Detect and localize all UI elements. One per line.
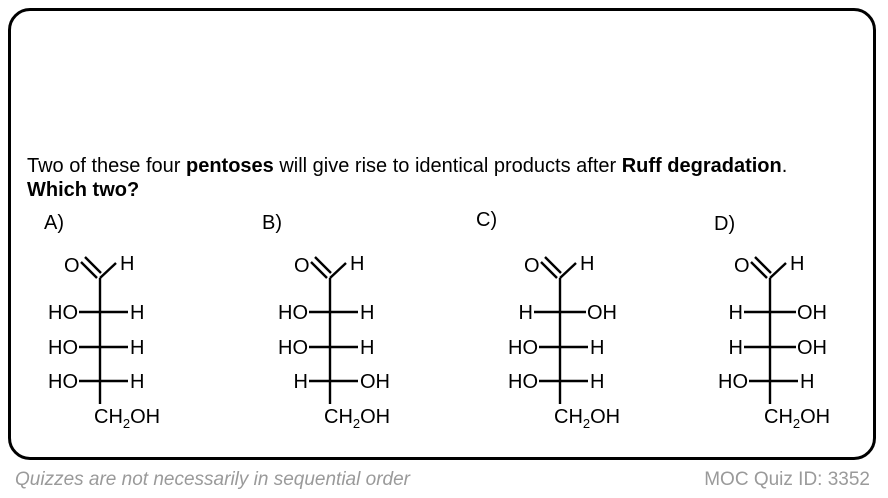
row-3-left: HO [718, 371, 748, 393]
footer-disclaimer: Quizzes are not necessarily in sequentia… [15, 469, 410, 490]
structure-label: A) [44, 212, 64, 234]
question-line-2: Which two? [27, 178, 877, 202]
question-text: Two of these four pentoses will give ris… [27, 154, 877, 202]
carbonyl-double-bond [80, 256, 102, 279]
keyword-ruff-degradation: Ruff degradation [621, 155, 782, 177]
row-2-left: HO [48, 337, 78, 359]
structure-label: D) [714, 213, 735, 235]
row-1-left: H [519, 302, 533, 324]
structure-label: B) [262, 212, 282, 234]
aldehyde-hydrogen: H [120, 253, 134, 275]
carbonyl-double-bond [540, 256, 562, 279]
row-3-right: OH [360, 371, 390, 393]
bottom-group: CH2OH [324, 406, 390, 431]
row-2-right: H [130, 337, 144, 359]
row-1-right: OH [587, 302, 617, 324]
aldehyde-hydrogen: H [350, 253, 364, 275]
row-3-left: HO [508, 371, 538, 393]
quiz-card [8, 8, 876, 460]
structure-b: B) O H HO H HO H H OH CH2OH [262, 212, 390, 431]
aldehyde-h-bond [329, 262, 347, 279]
aldehyde-h-bond [559, 262, 577, 279]
aldehyde-oxygen: O [524, 255, 540, 277]
bottom-group: CH2OH [94, 406, 160, 431]
question-line-1: Two of these four pentoses will give ris… [27, 154, 877, 178]
aldehyde-oxygen: O [294, 255, 310, 277]
row-3-left: HO [48, 371, 78, 393]
row-3-left: H [294, 371, 308, 393]
structure-c: C) O H H OH HO H HO H CH2OH [476, 209, 620, 431]
row-2-left: HO [508, 337, 538, 359]
row-3-right: H [130, 371, 144, 393]
row-2-right: H [360, 337, 374, 359]
question-part-2: will give rise to identical products aft… [273, 155, 622, 177]
footer-quiz-id: MOC Quiz ID: 3352 [704, 469, 870, 490]
structure-a: A) O H HO H HO H HO H CH2OH [44, 212, 160, 431]
row-3-right: H [800, 371, 814, 393]
question-part-3: . [781, 155, 788, 177]
bottom-group: CH2OH [554, 406, 620, 431]
row-1-left: HO [278, 302, 308, 324]
row-1-right: H [360, 302, 374, 324]
aldehyde-h-bond [99, 262, 117, 279]
question-part-1: Two of these four [27, 155, 186, 177]
structure-label: C) [476, 209, 497, 231]
row-1-right: H [130, 302, 144, 324]
question-which-two: Which two? [27, 179, 140, 201]
aldehyde-oxygen: O [734, 255, 750, 277]
structure-d: D) O H H OH H OH HO H CH2OH [714, 213, 830, 431]
aldehyde-hydrogen: H [580, 253, 594, 275]
aldehyde-hydrogen: H [790, 253, 804, 275]
row-1-right: OH [797, 302, 827, 324]
row-2-right: OH [797, 337, 827, 359]
keyword-pentoses: pentoses [185, 155, 274, 177]
row-2-left: HO [278, 337, 308, 359]
row-1-left: HO [48, 302, 78, 324]
bottom-group: CH2OH [764, 406, 830, 431]
carbonyl-double-bond [310, 256, 332, 279]
row-2-right: H [590, 337, 604, 359]
carbonyl-double-bond [750, 256, 772, 279]
row-1-left: H [729, 302, 743, 324]
aldehyde-h-bond [769, 262, 787, 279]
aldehyde-oxygen: O [64, 255, 80, 277]
row-2-left: H [729, 337, 743, 359]
row-3-right: H [590, 371, 604, 393]
